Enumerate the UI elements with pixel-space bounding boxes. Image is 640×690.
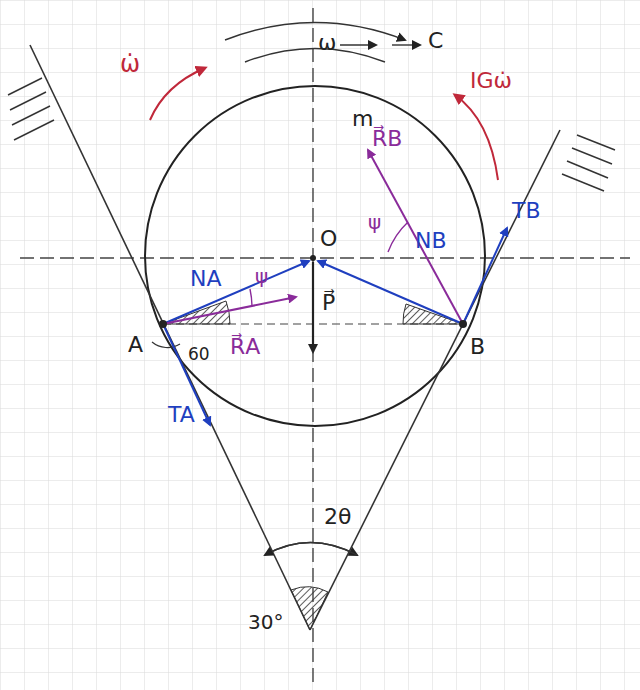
angular-velocity-label: ω bbox=[318, 32, 336, 54]
point-label: A bbox=[128, 334, 143, 356]
force-label: R⃗B bbox=[372, 128, 402, 150]
force-label: P⃗ bbox=[322, 292, 335, 314]
angle-label: 2θ bbox=[324, 506, 351, 528]
force-label: TB bbox=[512, 200, 541, 222]
angle-label: ψ bbox=[368, 212, 381, 232]
force-label: NA bbox=[190, 268, 222, 290]
force-label: NB bbox=[415, 230, 447, 252]
angle-label: ψ bbox=[255, 266, 268, 286]
inertia-moment-label: IGω̇ bbox=[470, 70, 512, 92]
point-label: B bbox=[470, 336, 485, 358]
mass-label: m bbox=[352, 108, 373, 130]
angle-label: 30° bbox=[248, 612, 283, 632]
force-label: TA bbox=[168, 404, 195, 426]
force-label: R⃗A bbox=[230, 336, 260, 358]
angle-label: 60 bbox=[188, 346, 210, 363]
moment-label: ω̇ bbox=[120, 52, 140, 76]
point-label: C bbox=[428, 30, 443, 52]
center-label: O bbox=[320, 228, 337, 250]
